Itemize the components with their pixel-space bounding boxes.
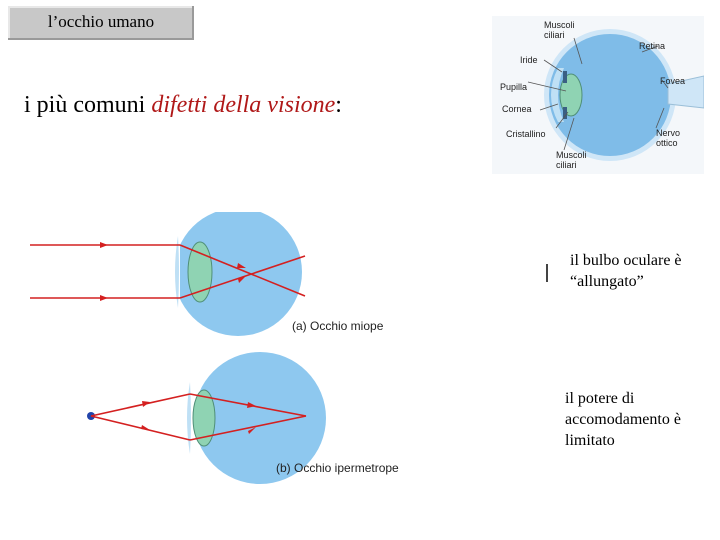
subtitle-prefix: i più comuni xyxy=(24,92,152,118)
label-cristallino: Cristallino xyxy=(506,129,546,139)
subtitle-suffix: : xyxy=(335,92,342,118)
text-cursor-mark xyxy=(546,264,548,282)
myopia-ray-bottom-refracted xyxy=(179,255,306,299)
lens-shape xyxy=(559,73,583,117)
hyperopia-arrow-top xyxy=(142,401,150,407)
hyperopia-eye-front-cut xyxy=(180,350,192,490)
myopia-diagram: (a) Occhio miope xyxy=(30,212,384,340)
myopia-eyeball xyxy=(174,212,302,336)
myopia-eye-front-cut xyxy=(170,212,180,340)
myopia-ray-top-refracted xyxy=(179,244,306,297)
cornea-shape xyxy=(551,68,564,122)
myopia-note: il bulbo oculare è “allungato” xyxy=(570,252,682,290)
label-iride: Iride xyxy=(520,55,538,65)
hyperopia-arrow-bottom xyxy=(141,425,150,430)
myopia-cornea xyxy=(175,236,179,308)
hyperopia-ray-bottom-refracted xyxy=(189,415,307,441)
hyperopia-cornea xyxy=(187,382,191,454)
hyperopia-arrow-bottom-refracted xyxy=(248,427,256,434)
hyperopia-arrow-top-refracted xyxy=(247,402,256,408)
label-nervo-1: Nervo xyxy=(656,128,680,138)
label-cornea: Cornea xyxy=(502,104,532,114)
myopia-arrow-top xyxy=(100,242,108,248)
myopia-arrow-bottom xyxy=(100,295,108,301)
iris-bottom xyxy=(563,107,567,119)
subtitle-emphasis: difetti della visione xyxy=(151,92,336,118)
myopia-arrow-top-refracted xyxy=(237,263,246,268)
hyperopia-ray-top-in xyxy=(90,393,191,417)
slide-subtitle: i più comuni difetti della visione: xyxy=(24,92,342,119)
label-nervo-2: ottico xyxy=(656,138,678,148)
label-fovea: Fovea xyxy=(660,76,685,86)
slide-title: l’occhio umano xyxy=(47,12,155,31)
myopia-lens xyxy=(187,241,213,303)
label-muscoli-ciliari-top-2: ciliari xyxy=(544,30,565,40)
myopia-caption: (a) Occhio miope xyxy=(292,319,384,333)
myopia-arrow-bottom-refracted xyxy=(238,276,246,283)
iris-top xyxy=(563,71,567,83)
label-muscoli-ciliari-bottom-1: Muscoli xyxy=(556,150,587,160)
hyperopia-lens xyxy=(192,389,216,447)
title-box: l’occhio umano xyxy=(8,6,194,40)
label-retina: Retina xyxy=(639,41,665,51)
label-pupilla: Pupilla xyxy=(500,82,527,92)
eyeball xyxy=(549,34,671,156)
hyperopia-ray-bottom-in xyxy=(90,415,191,441)
hyperopia-diagram: (b) Occhio ipermetrope xyxy=(87,350,399,490)
optic-nerve xyxy=(667,75,704,109)
label-muscoli-ciliari-bottom-2: ciliari xyxy=(556,160,577,170)
eye-anatomy-diagram: Muscoli ciliari Retina Iride Pupilla Fov… xyxy=(492,16,704,174)
label-muscoli-ciliari-top-1: Muscoli xyxy=(544,20,575,30)
hyperopia-caption: (b) Occhio ipermetrope xyxy=(276,461,399,475)
hyperopia-note: il potere di accomodamento è limitato xyxy=(565,390,681,449)
hyperopia-eyeball xyxy=(194,352,326,484)
